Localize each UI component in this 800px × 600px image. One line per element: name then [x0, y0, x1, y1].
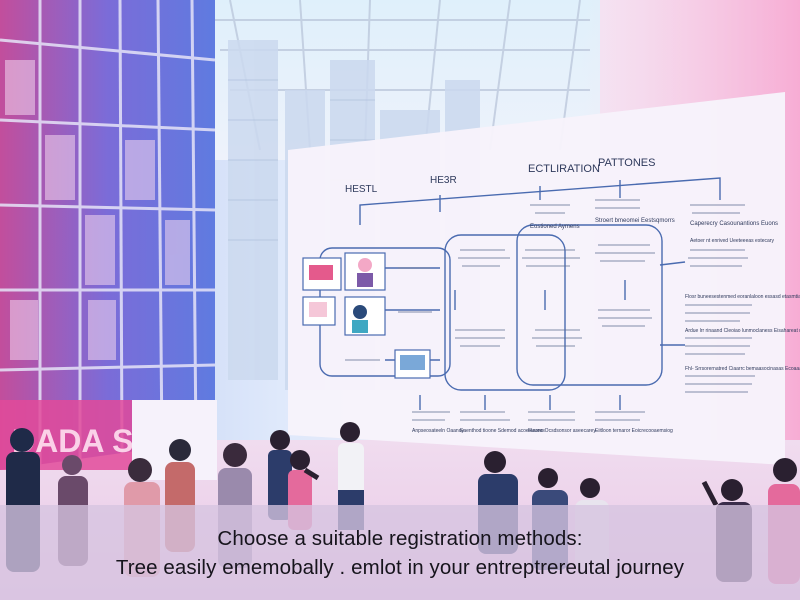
board-bottom-label-1: Anpseosateeln Oaanoy [412, 428, 464, 434]
caption-line-2: Tree easily ememobally . emlot in your e… [115, 556, 685, 579]
caption-line-1: Choose a suitable registration methods: [217, 527, 583, 550]
board-bottom-label-3: Fleone Ocsdsonsor aseecarey [528, 428, 596, 434]
glass-building [0, 0, 216, 470]
board-header-4: PATTONES [598, 157, 655, 169]
board-note-2: Flosr buneesestenmed eoranlaloon essasd … [685, 294, 800, 300]
board-bubble-1: Eostioned Aymens [530, 224, 580, 230]
board-note-3: Ardue lrr rinaand Cleoiao lunmoclaness E… [685, 328, 800, 334]
board-bubble-3: Caperecry Casounantions Euons [690, 221, 778, 227]
board-note-1: Aetoer nt enrived Ueeteeeas estecary [690, 238, 774, 244]
board-header-1: HESTL [345, 184, 378, 195]
board-note-4: Fhl- Srrsorernatred Ciaarrc bemaasocinas… [685, 366, 800, 372]
flowchart-board: HESTL HE3R ECTLIRATION PATTONES [288, 92, 785, 465]
board-bottom-label-2: Eaenthod tioone Sdemod acoesuuees [460, 428, 545, 434]
board-header-2: HE3R [430, 175, 457, 186]
board-header-3: ECTLIRATION [528, 163, 600, 175]
caption-band [0, 505, 800, 600]
board-bubble-2: Stroert bmeomei Eestsqmorrs [595, 218, 675, 224]
board-bottom-label-4: Eiitloon ternaror Eoicrecooaemsiog [595, 428, 673, 434]
